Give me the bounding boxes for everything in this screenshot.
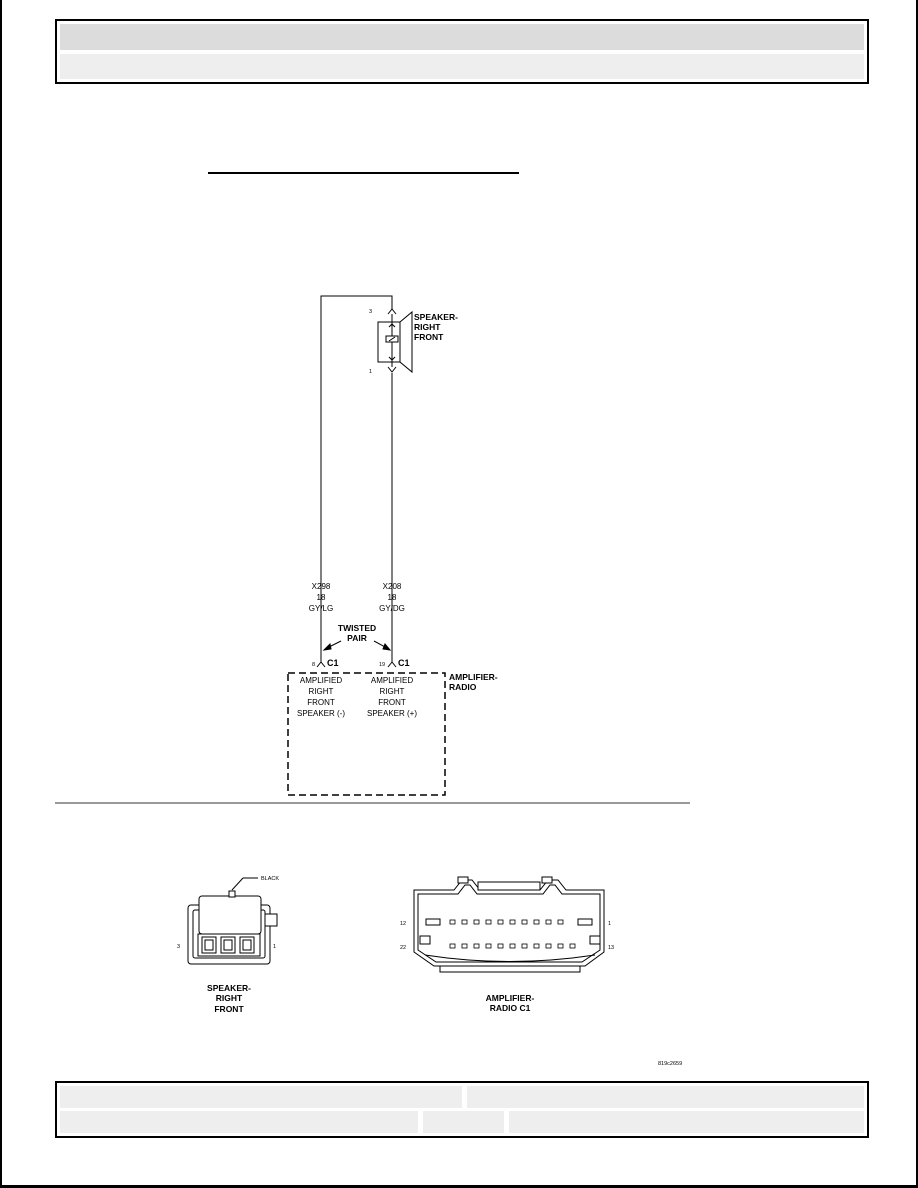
amp-connector-name-2: RADIO C1 [490, 1003, 531, 1013]
twisted-pair-line1: TWISTED [338, 623, 376, 633]
amp-connector-pin-cavities [449, 919, 576, 949]
amp-right-desc-2: RIGHT [380, 687, 405, 696]
wire-x298 [320, 295, 393, 643]
amp-connector-pin-12: 12 [400, 921, 406, 927]
amplifier-box [287, 672, 446, 796]
amp-connector-pin-1: 1 [608, 921, 611, 927]
wire-lines [320, 295, 393, 643]
speaker-connector-pin-1: 1 [273, 944, 276, 950]
speaker-label-line3: FRONT [414, 332, 444, 342]
speaker-label-line2: RIGHT [414, 322, 441, 332]
amp-left-desc-2: RIGHT [309, 687, 334, 696]
speaker-connector-name-3: FRONT [214, 1004, 244, 1014]
diagram-title-rule [208, 172, 519, 174]
wire-left-gauge: 18 [317, 593, 326, 602]
wire-left-circuit: X298 [312, 582, 331, 591]
amp-connector-pin-13: 13 [608, 945, 614, 951]
wire-right-gauge: 18 [388, 593, 397, 602]
footer-cell-bottom-1 [60, 1111, 418, 1133]
speaker-connector-view [187, 877, 278, 965]
speaker-connector-name-2: RIGHT [216, 993, 243, 1003]
footer-cell-bottom-2 [423, 1111, 504, 1133]
speaker-connector-pin-3: 3 [177, 944, 180, 950]
wire-right-circuit: X208 [383, 582, 402, 591]
amplifier-label-line1: AMPLIFIER- [449, 672, 498, 682]
amp-left-desc-3: FRONT [307, 698, 335, 707]
amp-left-desc-4: SPEAKER (-) [297, 709, 345, 718]
twisted-pair-line2: PAIR [347, 633, 367, 643]
speaker-symbol [377, 308, 413, 374]
page-footer [55, 1081, 869, 1138]
wire-left-color: GY/LG [309, 604, 333, 613]
amp-connector-pin-22: 22 [400, 945, 406, 951]
amp-pin-19-number: 19 [379, 662, 385, 668]
amp-connector-name-1: AMPLIFIER- [486, 993, 535, 1003]
amp-pin-8-connector: C1 [327, 658, 339, 668]
header-subtitle-bar [60, 54, 864, 79]
page-header [55, 19, 869, 84]
speaker-pin-3: 3 [369, 309, 372, 315]
speaker-connector-color: BLACK [261, 876, 279, 882]
amp-left-desc-1: AMPLIFIED [300, 676, 342, 685]
header-title-bar [60, 24, 864, 50]
speaker-label-line1: SPEAKER- [414, 312, 458, 322]
amp-pin-symbols [316, 643, 397, 668]
amp-pin-19-connector: C1 [398, 658, 410, 668]
amp-right-desc-4: SPEAKER (+) [367, 709, 417, 718]
amplifier-label-line2: RADIO [449, 682, 477, 692]
amp-pin-8-number: 8 [312, 662, 315, 668]
amp-right-desc-1: AMPLIFIED [371, 676, 413, 685]
figure-id: 819c2659 [658, 1061, 682, 1067]
wire-right-color: GY/DG [379, 604, 405, 613]
twisted-pair-arrows [322, 640, 392, 651]
speaker-pin-1: 1 [369, 369, 372, 375]
footer-cell-right-top [467, 1086, 864, 1108]
amp-connector-view [413, 876, 605, 973]
footer-cell-left-top [60, 1086, 462, 1108]
footer-cell-bottom-3 [509, 1111, 864, 1133]
amp-right-desc-3: FRONT [378, 698, 406, 707]
speaker-connector-name-1: SPEAKER- [207, 983, 251, 993]
